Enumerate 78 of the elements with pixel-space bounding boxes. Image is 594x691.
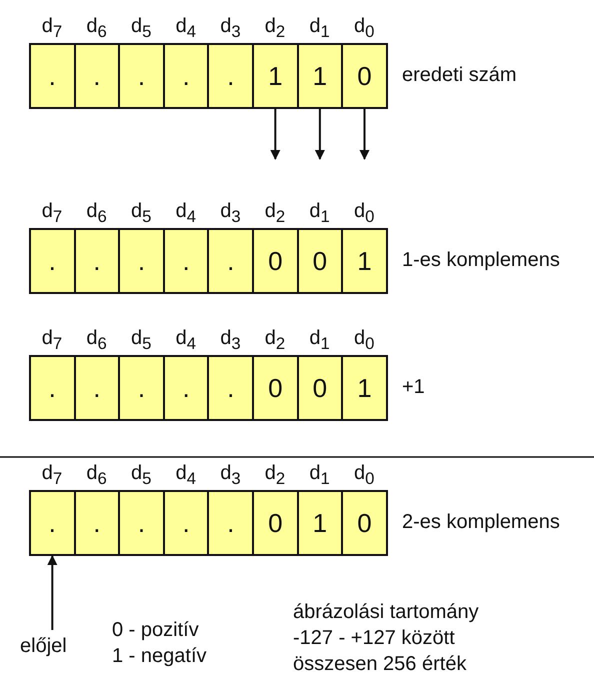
bit-heading: d$_{6}$ [85, 461, 108, 490]
bit-heading: d$_{0}$ [352, 326, 376, 355]
bit-cell: . [29, 228, 76, 294]
row-label: eredeti szám [402, 63, 516, 87]
bit-heading: d$_{1}$ [308, 326, 331, 355]
bit-heading: d$_{1}$ [308, 199, 331, 228]
bit-cell: 1 [252, 43, 299, 109]
bit-heading: d$_{4}$ [174, 461, 197, 490]
bit-heading: d$_{2}$ [264, 14, 286, 43]
bit-cell: . [207, 43, 254, 109]
arrow [47, 555, 58, 630]
row-label: 2-es komplemens [402, 510, 560, 534]
bit-heading: d$_{2}$ [264, 326, 286, 355]
bit-cell: 0 [341, 43, 388, 109]
bit-cell: . [74, 228, 120, 294]
bit-cell: 0 [296, 355, 344, 421]
bit-heading: d$_{3}$ [219, 461, 242, 490]
bit-heading: d$_{3}$ [219, 14, 242, 43]
bit-heading: d$_{3}$ [219, 326, 242, 355]
bit-heading: d$_{5}$ [130, 199, 152, 228]
bit-heading: d$_{4}$ [174, 199, 197, 228]
note-text: 1 - negatív [112, 644, 207, 668]
bit-cell: . [29, 490, 76, 556]
bit-cell: . [207, 355, 254, 421]
row-label: +1 [402, 375, 425, 399]
bit-cell: . [118, 228, 165, 294]
arrow [270, 109, 280, 160]
bit-cell: 0 [296, 228, 344, 294]
bit-cell: 1 [296, 43, 344, 109]
bit-heading: d$_{1}$ [308, 14, 331, 43]
bit-heading: d$_{7}$ [40, 199, 64, 228]
bit-heading: d$_{2}$ [264, 461, 286, 490]
bit-cell: 0 [341, 490, 388, 556]
bit-cell: 1 [296, 490, 344, 556]
note-text: ábrázolási tartomány [293, 600, 479, 624]
bit-heading: d$_{7}$ [40, 14, 64, 43]
bit-cell: . [207, 228, 254, 294]
bit-cell: 0 [252, 355, 299, 421]
bit-heading: d$_{6}$ [85, 199, 108, 228]
sign-label: előjel [20, 634, 67, 658]
bit-cell: . [162, 490, 210, 556]
bit-heading: d$_{0}$ [352, 199, 376, 228]
bit-cell: . [162, 228, 210, 294]
bit-cell: . [118, 490, 165, 556]
bit-cell: . [29, 355, 76, 421]
bit-heading: d$_{1}$ [308, 461, 331, 490]
bit-heading: d$_{0}$ [352, 461, 376, 490]
note-text: -127 - +127 között [293, 626, 455, 650]
bit-heading: d$_{4}$ [174, 14, 197, 43]
bit-heading: d$_{2}$ [264, 199, 286, 228]
bit-cell: . [207, 490, 254, 556]
bit-heading: d$_{7}$ [40, 326, 64, 355]
row-label: 1-es komplemens [402, 248, 560, 272]
bit-cell: 1 [341, 228, 388, 294]
bit-heading: d$_{6}$ [85, 14, 108, 43]
bit-cell: 1 [341, 355, 388, 421]
bit-heading: d$_{5}$ [130, 461, 152, 490]
bit-cell: 0 [252, 228, 299, 294]
bit-cell: . [162, 355, 210, 421]
note-text: összesen 256 érték [293, 652, 466, 676]
bit-cell: . [29, 43, 76, 109]
bit-heading: d$_{0}$ [352, 14, 376, 43]
bit-cell: . [118, 43, 165, 109]
bit-heading: d$_{5}$ [130, 14, 152, 43]
bit-heading: d$_{4}$ [174, 326, 197, 355]
bit-cell: . [118, 355, 165, 421]
bit-cell: . [74, 355, 120, 421]
arrow [360, 109, 370, 160]
bit-cell: . [162, 43, 210, 109]
bit-heading: d$_{5}$ [130, 326, 152, 355]
bit-heading: d$_{3}$ [219, 199, 242, 228]
bit-cell: . [74, 490, 120, 556]
bit-cell: . [74, 43, 120, 109]
arrow [314, 109, 325, 160]
bit-heading: d$_{7}$ [40, 461, 64, 490]
bit-heading: d$_{6}$ [85, 326, 108, 355]
bit-cell: 0 [252, 490, 299, 556]
note-text: 0 - pozitív [112, 618, 199, 642]
